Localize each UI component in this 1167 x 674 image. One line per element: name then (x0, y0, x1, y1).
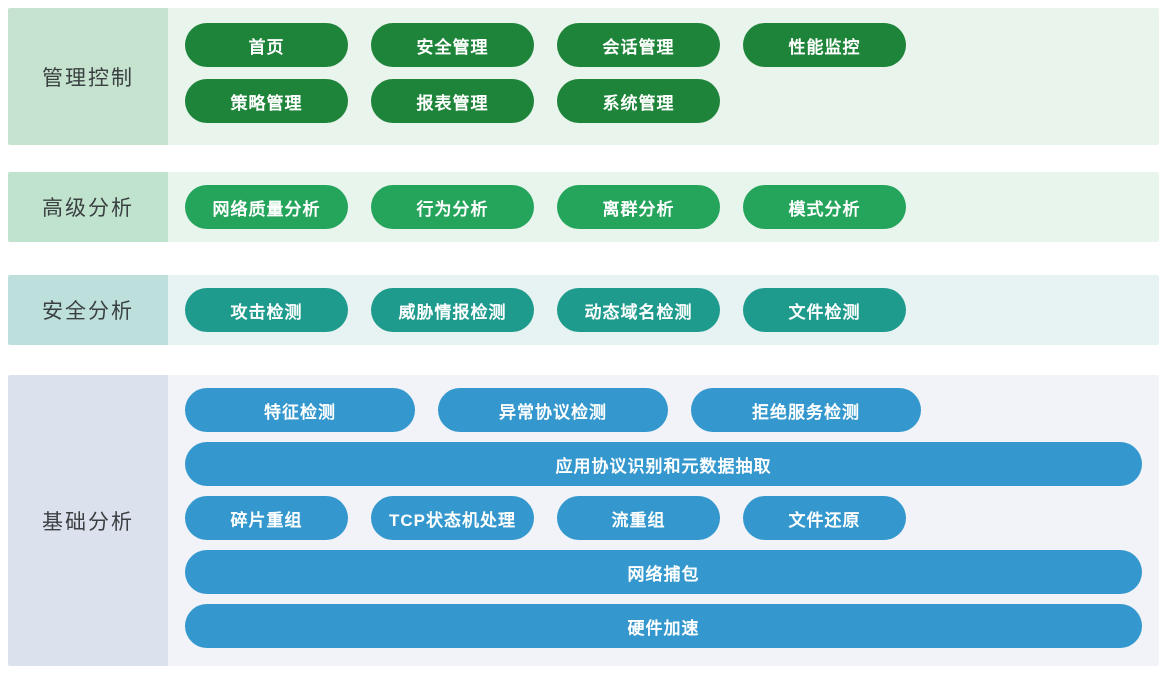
node-outlier-analysis[interactable]: 离群分析 (557, 185, 720, 229)
node-denial-of-service-detection[interactable]: 拒绝服务检测 (691, 388, 921, 432)
node-signature-detection[interactable]: 特征检测 (185, 388, 415, 432)
layer-body-base-analysis: 特征检测 异常协议检测 拒绝服务检测 应用协议识别和元数据抽取 碎片重组 TCP… (168, 375, 1159, 666)
layer-base-analysis: 基础分析 特征检测 异常协议检测 拒绝服务检测 应用协议识别和元数据抽取 碎片重… (8, 375, 1159, 666)
node-file-restoration[interactable]: 文件还原 (743, 496, 906, 540)
pill-row: 硬件加速 (168, 604, 1159, 648)
pill-row: 首页 安全管理 会话管理 性能监控 (168, 23, 1159, 67)
node-pattern-analysis[interactable]: 模式分析 (743, 185, 906, 229)
node-file-detection[interactable]: 文件检测 (743, 288, 906, 332)
pill-row: 网络捕包 (168, 550, 1159, 594)
pill-row: 应用协议识别和元数据抽取 (168, 442, 1159, 486)
pill-row: 碎片重组 TCP状态机处理 流重组 文件还原 (168, 496, 1159, 540)
layer-label-management-control: 管理控制 (8, 8, 168, 145)
node-security-management[interactable]: 安全管理 (371, 23, 534, 67)
node-fragment-reassembly[interactable]: 碎片重组 (185, 496, 348, 540)
pill-row: 攻击检测 威胁情报检测 动态域名检测 文件检测 (168, 288, 1159, 332)
node-behavior-analysis[interactable]: 行为分析 (371, 185, 534, 229)
node-performance-monitoring[interactable]: 性能监控 (743, 23, 906, 67)
node-abnormal-protocol-detection[interactable]: 异常协议检测 (438, 388, 668, 432)
layer-label-security-analysis: 安全分析 (8, 275, 168, 345)
node-hardware-acceleration[interactable]: 硬件加速 (185, 604, 1142, 648)
pill-row: 策略管理 报表管理 系统管理 (168, 79, 1159, 123)
layer-security-analysis: 安全分析 攻击检测 威胁情报检测 动态域名检测 文件检测 (8, 275, 1159, 345)
node-system-management[interactable]: 系统管理 (557, 79, 720, 123)
node-stream-reassembly[interactable]: 流重组 (557, 496, 720, 540)
layer-body-management-control: 首页 安全管理 会话管理 性能监控 策略管理 报表管理 系统管理 (168, 8, 1159, 145)
node-session-management[interactable]: 会话管理 (557, 23, 720, 67)
layer-label-base-analysis: 基础分析 (8, 375, 168, 666)
layer-body-advanced-analysis: 网络质量分析 行为分析 离群分析 模式分析 (168, 172, 1159, 242)
node-tcp-state-machine-processing[interactable]: TCP状态机处理 (371, 496, 534, 540)
node-network-quality-analysis[interactable]: 网络质量分析 (185, 185, 348, 229)
layer-body-security-analysis: 攻击检测 威胁情报检测 动态域名检测 文件检测 (168, 275, 1159, 345)
node-application-protocol-identification-and-metadata-extraction[interactable]: 应用协议识别和元数据抽取 (185, 442, 1142, 486)
node-policy-management[interactable]: 策略管理 (185, 79, 348, 123)
node-attack-detection[interactable]: 攻击检测 (185, 288, 348, 332)
pill-row: 特征检测 异常协议检测 拒绝服务检测 (168, 388, 1159, 432)
node-dynamic-domain-detection[interactable]: 动态域名检测 (557, 288, 720, 332)
layer-label-advanced-analysis: 高级分析 (8, 172, 168, 242)
node-report-management[interactable]: 报表管理 (371, 79, 534, 123)
node-network-packet-capture[interactable]: 网络捕包 (185, 550, 1142, 594)
layer-advanced-analysis: 高级分析 网络质量分析 行为分析 离群分析 模式分析 (8, 172, 1159, 242)
layer-management-control: 管理控制 首页 安全管理 会话管理 性能监控 策略管理 报表管理 系统管理 (8, 8, 1159, 145)
node-home[interactable]: 首页 (185, 23, 348, 67)
node-threat-intelligence-detection[interactable]: 威胁情报检测 (371, 288, 534, 332)
pill-row: 网络质量分析 行为分析 离群分析 模式分析 (168, 185, 1159, 229)
